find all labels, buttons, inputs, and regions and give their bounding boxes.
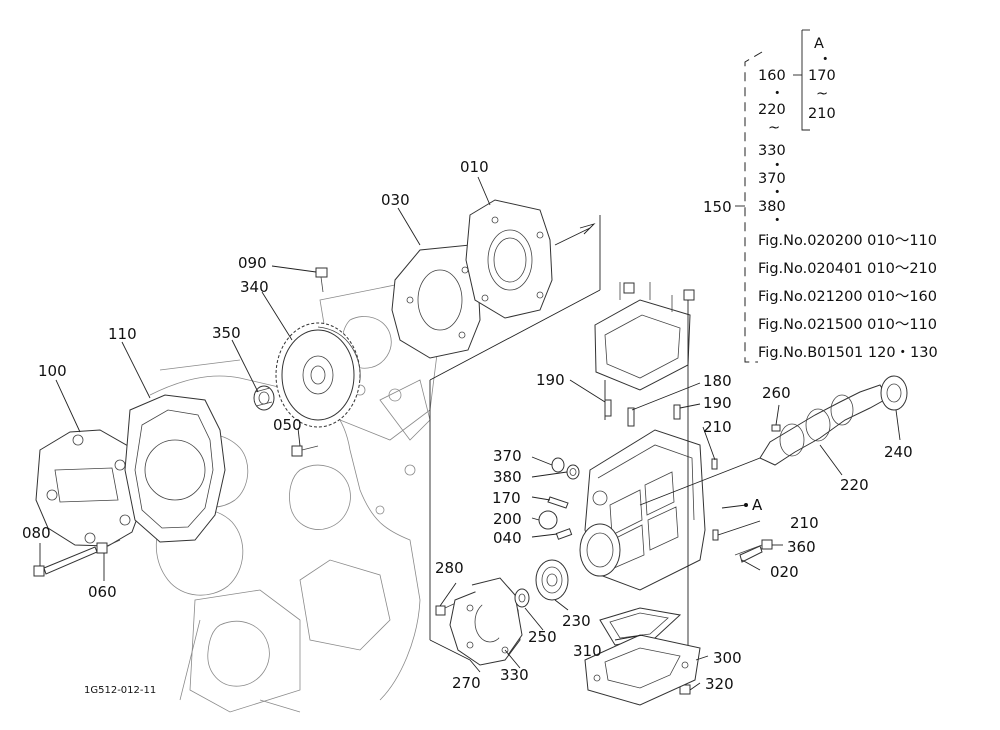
label-380: 380 (493, 468, 522, 486)
label-370: 370 (493, 447, 522, 465)
part-340-gear-drawing (275, 322, 361, 428)
engine-block-outline (149, 279, 441, 713)
part-240-bearing-drawing (880, 375, 908, 411)
leader-lines (39, 176, 901, 691)
label-060: 060 (88, 583, 117, 601)
fig-ref-3: Fig.No.021200 010～160 (758, 289, 937, 305)
label-270: 270 (452, 674, 481, 692)
label-280: 280 (435, 559, 464, 577)
label-050: 050 (273, 416, 302, 434)
group-item-370: 370 (758, 171, 786, 187)
label-210-bottom: 210 (790, 514, 819, 532)
group-item-160: 160 (758, 68, 786, 84)
label-320: 320 (705, 675, 734, 693)
part-350-collar-drawing (253, 385, 275, 411)
part-310-gasket-drawing (599, 607, 682, 646)
drawing-code: 1G512-012-11 (84, 685, 156, 696)
label-230: 230 (562, 612, 591, 630)
dot-separator: ・ (770, 185, 785, 201)
label-210-top: 210 (703, 418, 732, 436)
label-040: 040 (493, 529, 522, 547)
label-260: 260 (762, 384, 791, 402)
group-item-220: 220 (758, 102, 786, 118)
sub-item-170: 170 (808, 68, 836, 84)
label-010: 010 (460, 158, 489, 176)
part-270-330-cover-drawing (449, 577, 523, 666)
label-300: 300 (713, 649, 742, 667)
label-030: 030 (381, 191, 410, 209)
group-item-380: 380 (758, 199, 786, 215)
part-230-bearing-drawing (535, 559, 569, 601)
label-200: 200 (493, 510, 522, 528)
fig-ref-2: Fig.No.020401 010～210 (758, 261, 937, 277)
label-190-left: 190 (536, 371, 565, 389)
label-080: 080 (22, 524, 51, 542)
label-170: 170 (492, 489, 521, 507)
sub-item-210: 210 (808, 106, 836, 122)
label-310: 310 (573, 642, 602, 660)
label-020: 020 (770, 563, 799, 581)
label-350: 350 (212, 324, 241, 342)
label-marker-a: A (752, 496, 763, 514)
range-tilde: ~ (768, 120, 780, 136)
fig-ref-5: Fig.No.B01501 120・130 (758, 345, 938, 361)
dot-separator: ・ (770, 86, 785, 102)
label-180: 180 (703, 372, 732, 390)
part-010-plate-drawing (465, 199, 596, 319)
assembly-frame-lines (429, 215, 601, 661)
label-340: 340 (240, 278, 269, 296)
fig-ref-4: Fig.No.021500 010～110 (758, 317, 937, 333)
dot-separator: ・ (770, 213, 785, 229)
part-labels: 010 020 030 040 050 060 080 090 100 110 … (22, 158, 913, 693)
small-parts-drawing (538, 457, 580, 540)
label-110: 110 (108, 325, 137, 343)
part-260-key-drawing (771, 424, 781, 432)
sub-header-a: A (814, 36, 824, 52)
part-030-plate-drawing (391, 244, 481, 359)
label-100: 100 (38, 362, 67, 380)
fig-ref-1: Fig.No.020200 010～110 (758, 233, 937, 249)
range-tilde: ~ (816, 86, 828, 102)
part-110-gasket-drawing (124, 394, 226, 543)
label-090: 090 (238, 254, 267, 272)
dot-separator: ・ (770, 158, 785, 174)
label-360: 360 (787, 538, 816, 556)
pump-housing-drawing (579, 282, 706, 650)
assembly-group-150: 150 160 ・ 220 ~ 330 ・ 370 ・ 380 ・ Fig.No… (703, 29, 938, 363)
label-220: 220 (840, 476, 869, 494)
part-250-seal-drawing (514, 588, 530, 608)
part-100-cover-drawing (35, 429, 143, 547)
dot-separator: ・ (818, 52, 833, 68)
label-240: 240 (884, 443, 913, 461)
label-250: 250 (528, 628, 557, 646)
part-300-plate-drawing (584, 634, 701, 706)
group-item-330: 330 (758, 143, 786, 159)
label-330: 330 (500, 666, 529, 684)
label-190-right: 190 (703, 394, 732, 412)
label-150: 150 (703, 198, 732, 216)
part-360-020-drawing (734, 539, 773, 563)
